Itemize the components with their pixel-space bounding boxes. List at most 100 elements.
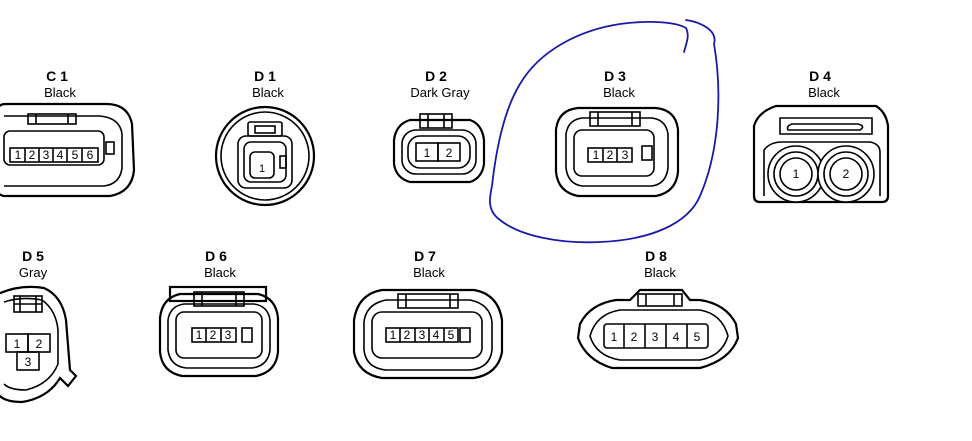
connector-d3: D 3 Black 1 2 3 bbox=[554, 68, 680, 198]
connector-d7: D 7 Black 1 2 3 4 5 bbox=[352, 248, 504, 380]
connector-cavity bbox=[589, 309, 729, 361]
connector-housing-outer bbox=[214, 105, 316, 207]
pin-cell bbox=[437, 142, 461, 162]
pin-label: 5 bbox=[694, 330, 701, 344]
connector-top-rail bbox=[168, 285, 268, 303]
pin-row bbox=[191, 327, 237, 343]
connector-cavity bbox=[175, 311, 263, 359]
pin-row bbox=[603, 323, 709, 349]
pin-label: 1 bbox=[611, 330, 618, 344]
connector-color: Black bbox=[252, 85, 284, 100]
pin-label: 1 bbox=[15, 148, 22, 162]
connector-face bbox=[763, 141, 881, 196]
connector-housing-inner bbox=[363, 299, 493, 371]
connector-housing-outer bbox=[158, 292, 280, 378]
connector-c1: C 1 Black 1 2 3 4 5 6 bbox=[0, 68, 136, 198]
pin-row bbox=[587, 147, 633, 163]
connector-color: Black bbox=[603, 85, 635, 100]
pin-label: 5 bbox=[72, 148, 79, 162]
connector-housing-outer bbox=[0, 285, 78, 404]
pin-cell bbox=[249, 151, 275, 179]
connector-id: D 7 bbox=[414, 248, 436, 264]
pin-row bbox=[385, 327, 459, 343]
pin-label: 3 bbox=[652, 330, 659, 344]
pin-label: 1 bbox=[259, 163, 265, 175]
connector-key bbox=[459, 327, 471, 343]
connector-housing-outer bbox=[0, 102, 136, 198]
latch-window bbox=[254, 125, 276, 134]
connector-d1: D 1 Black 1 bbox=[214, 68, 316, 207]
connector-id: D 5 bbox=[22, 248, 44, 264]
pin-label: 3 bbox=[419, 328, 426, 342]
connector-key bbox=[241, 327, 253, 343]
connector-housing-outer bbox=[554, 106, 680, 198]
connector-d5: D 5 Gray 1 2 3 bbox=[0, 248, 78, 404]
terminal-ring-outer bbox=[817, 145, 875, 203]
connector-key bbox=[105, 141, 115, 155]
pin-label: 1 bbox=[14, 337, 21, 351]
connector-cavity-inner bbox=[407, 135, 471, 169]
connector-latch bbox=[27, 113, 77, 125]
connector-key bbox=[641, 145, 653, 161]
connector-cavity bbox=[401, 129, 477, 175]
connector-housing-inner bbox=[4, 115, 123, 187]
connector-housing-outer bbox=[352, 288, 504, 380]
connector-cavity bbox=[3, 130, 105, 166]
connector-id: D 3 bbox=[604, 68, 626, 84]
connector-color: Gray bbox=[19, 265, 48, 280]
pin-label: 1 bbox=[593, 148, 600, 162]
pin-label: 2 bbox=[29, 148, 36, 162]
pin-label: 2 bbox=[36, 337, 43, 351]
connector-key bbox=[279, 155, 287, 169]
pin-label: 5 bbox=[448, 328, 455, 342]
hand-drawn-circle-annotation bbox=[489, 19, 720, 244]
pin-label: 2 bbox=[404, 328, 411, 342]
pin-label: 4 bbox=[57, 148, 64, 162]
connector-housing-outer bbox=[392, 118, 486, 184]
pin-label: 6 bbox=[87, 148, 94, 162]
pin-label: 2 bbox=[446, 146, 453, 160]
latch-slot bbox=[786, 123, 864, 131]
connector-housing-inner bbox=[167, 303, 271, 369]
connector-color: Black bbox=[413, 265, 445, 280]
terminal-ring-mid bbox=[823, 151, 869, 197]
connector-housing-inner bbox=[220, 111, 310, 201]
pin-label: 2 bbox=[631, 330, 638, 344]
connector-color: Black bbox=[204, 265, 236, 280]
pin-label: 1 bbox=[196, 328, 203, 342]
connector-latch bbox=[419, 113, 453, 129]
terminal-cavity bbox=[779, 157, 813, 191]
terminal-cavity bbox=[829, 157, 863, 191]
connector-id: D 8 bbox=[645, 248, 667, 264]
connector-color: Black bbox=[44, 85, 76, 100]
connector-color: Black bbox=[644, 265, 676, 280]
pin-label: 3 bbox=[225, 328, 232, 342]
connector-id: D 2 bbox=[425, 68, 447, 84]
pin-label: 2 bbox=[607, 148, 614, 162]
connector-d4: D 4 Black 1 2 bbox=[752, 68, 890, 204]
pin-label: 2 bbox=[210, 328, 217, 342]
connector-latch bbox=[779, 117, 873, 135]
connector-cavity bbox=[371, 311, 483, 359]
pin-label: 1 bbox=[390, 328, 397, 342]
connector-cavity bbox=[573, 129, 655, 177]
pin-label: 1 bbox=[424, 146, 431, 160]
connector-d2: D 2 Dark Gray 1 2 bbox=[392, 68, 486, 184]
connector-body bbox=[237, 135, 293, 189]
pin-row bbox=[9, 147, 99, 163]
connector-color: Dark Gray bbox=[410, 85, 470, 100]
connector-d8: D 8 Black 1 2 3 4 5 bbox=[576, 248, 740, 370]
connector-housing-inner bbox=[3, 297, 59, 391]
connector-latch bbox=[637, 293, 683, 307]
pin-label: 4 bbox=[673, 330, 680, 344]
pin-label: 1 bbox=[793, 167, 800, 181]
connector-id: D 1 bbox=[254, 68, 276, 84]
connector-latch bbox=[193, 291, 245, 307]
connector-color: Black bbox=[808, 85, 840, 100]
pin-cells bbox=[24, 148, 83, 162]
pin-label: 4 bbox=[433, 328, 440, 342]
connector-d6: D 6 Black 1 2 3 bbox=[158, 248, 280, 378]
connector-id: C 1 bbox=[46, 68, 68, 84]
pin-label: 3 bbox=[25, 355, 32, 369]
